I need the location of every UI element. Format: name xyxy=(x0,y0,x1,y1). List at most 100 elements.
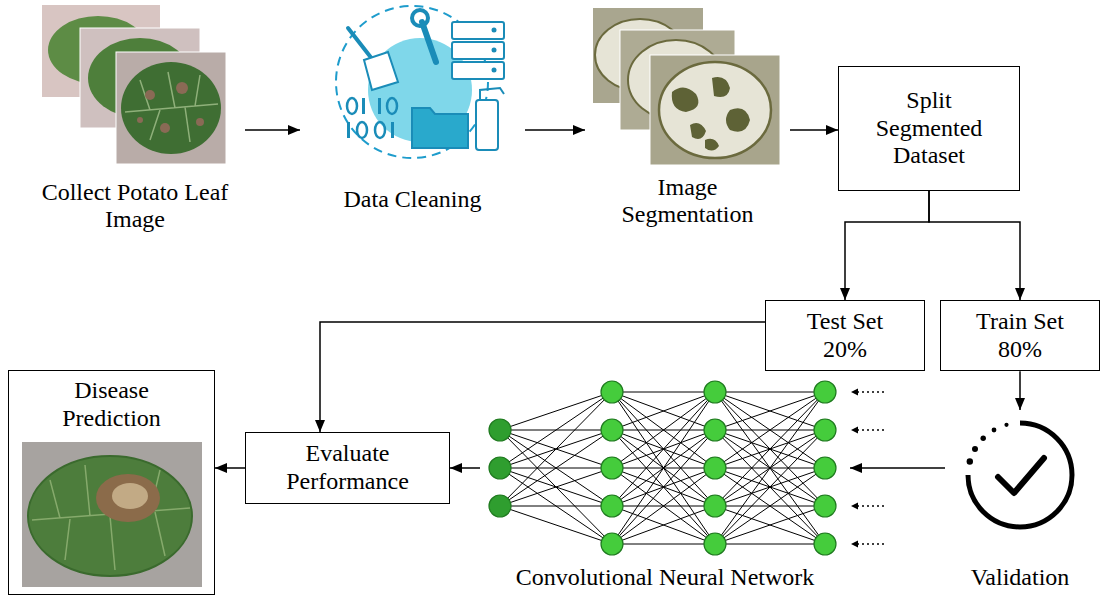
node-label: Convolutional Neural Network xyxy=(516,564,815,592)
neuron xyxy=(601,495,623,517)
dotted-arrow xyxy=(857,429,884,431)
leaf-spot xyxy=(176,82,188,94)
neuron xyxy=(601,419,623,441)
network-link xyxy=(715,430,825,544)
server-led xyxy=(492,28,497,33)
dotted-arrow xyxy=(857,505,884,507)
disease-photo xyxy=(22,442,202,587)
lesion xyxy=(96,474,160,522)
arrow-head xyxy=(851,541,858,548)
network-link xyxy=(715,544,825,545)
progress-ring xyxy=(968,423,1072,527)
network-link xyxy=(500,506,612,544)
network-link xyxy=(612,392,715,393)
node-label: Train Set 80% xyxy=(965,308,1075,363)
segmented-images xyxy=(593,8,780,165)
binary-digit xyxy=(391,122,394,138)
neuron xyxy=(601,533,623,555)
binary-digit xyxy=(387,98,397,114)
check-mark xyxy=(998,458,1044,493)
flow-arrow xyxy=(525,129,585,131)
neuron xyxy=(704,457,726,479)
network-link xyxy=(500,392,612,430)
leaf-spot xyxy=(160,123,170,133)
network-link xyxy=(715,392,825,468)
node-label: Test Set 20% xyxy=(790,308,900,363)
network-link xyxy=(612,430,715,544)
network-link xyxy=(500,468,612,506)
server-led xyxy=(492,68,497,73)
network-link xyxy=(715,392,825,430)
progress-dot xyxy=(967,458,973,464)
neuron xyxy=(814,533,836,555)
flow-arrow xyxy=(929,191,1020,300)
binary-digit xyxy=(375,122,385,138)
validation-icon xyxy=(967,423,1072,527)
network-link xyxy=(715,392,825,468)
neuron xyxy=(489,419,511,441)
photo xyxy=(22,442,202,587)
network-link xyxy=(612,506,715,544)
network-link xyxy=(500,430,612,506)
neuron xyxy=(814,419,836,441)
progress-dot xyxy=(981,436,986,441)
network-link xyxy=(612,430,715,544)
node-label: Data Cleaning xyxy=(344,186,482,214)
icon-step: Data Cleaning xyxy=(300,5,525,220)
node-label: Split Segmented Dataset xyxy=(859,87,999,170)
leaf xyxy=(121,62,221,154)
neuron xyxy=(704,495,726,517)
process-box: Test Set 20% xyxy=(765,300,925,371)
neuron xyxy=(704,381,726,403)
network-link xyxy=(612,392,715,506)
image-step: Image Segmentation xyxy=(585,5,790,235)
segmented-blotch xyxy=(672,77,750,150)
network-link xyxy=(612,392,715,544)
neuron xyxy=(601,381,623,403)
network-link xyxy=(715,430,825,544)
network-link xyxy=(612,392,715,544)
network-link xyxy=(612,506,715,544)
node-label: Collect Potato Leaf Image xyxy=(30,179,240,234)
server-unit xyxy=(452,42,504,59)
network-link xyxy=(500,468,612,506)
node-label: Evaluate Performance xyxy=(268,440,428,495)
neuron xyxy=(489,495,511,517)
neuron xyxy=(814,495,836,517)
leaf-veins xyxy=(32,465,190,570)
leaf-spot xyxy=(137,117,143,123)
network-link xyxy=(612,392,715,430)
process-box: Split Segmented Dataset xyxy=(838,66,1020,191)
network-link xyxy=(715,468,825,544)
leaf xyxy=(28,456,192,576)
data-cleaning-icon xyxy=(336,6,504,158)
network-link xyxy=(612,392,715,468)
neuron xyxy=(489,457,511,479)
network-figure xyxy=(489,381,836,555)
flow-arrow xyxy=(845,191,929,300)
server-unit xyxy=(452,22,504,39)
leaf-spot xyxy=(196,118,204,126)
network-link xyxy=(500,392,612,468)
network-link xyxy=(715,392,825,506)
neuron xyxy=(814,381,836,403)
binary-digit xyxy=(357,122,367,138)
network-link xyxy=(715,392,825,544)
network-link xyxy=(715,392,825,506)
flow-arrow xyxy=(320,322,765,432)
lesion-core xyxy=(112,483,148,509)
network-link xyxy=(500,468,612,544)
leaf-photos xyxy=(42,5,226,164)
dotted-arrow xyxy=(857,391,884,393)
network-link xyxy=(500,430,612,544)
folder xyxy=(412,108,468,148)
network-link xyxy=(612,468,715,544)
network-step: Convolutional Neural Network xyxy=(480,374,850,598)
network-link xyxy=(612,468,715,544)
flow-arrow xyxy=(245,129,300,131)
network-link xyxy=(500,430,612,506)
network-link xyxy=(500,506,612,507)
server-led xyxy=(492,48,497,53)
